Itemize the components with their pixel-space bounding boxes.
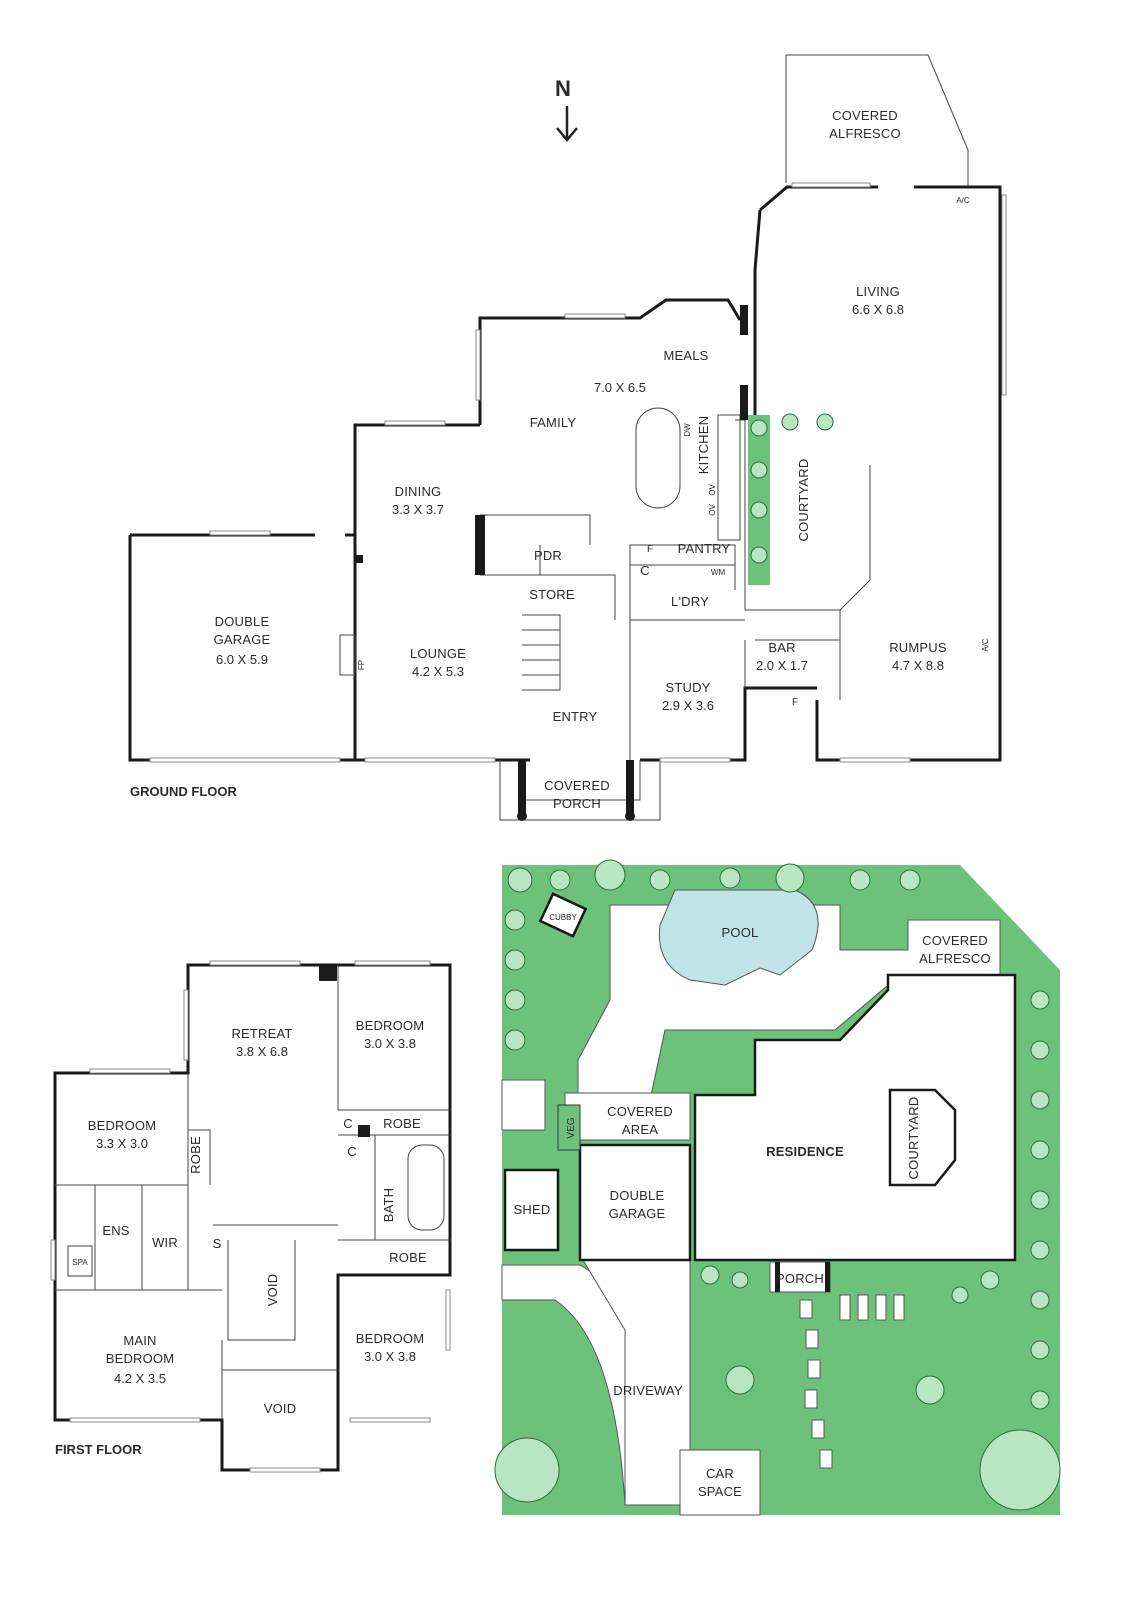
gf-lounge-name: LOUNGE bbox=[410, 646, 466, 661]
gf-pdr: PDR bbox=[534, 548, 562, 563]
site-residence: RESIDENCE bbox=[766, 1144, 844, 1159]
gf-study-name: STUDY bbox=[665, 680, 710, 695]
ff-retreat-size: 3.8 X 6.8 bbox=[236, 1044, 288, 1059]
site-covered-alfresco-2: ALFRESCO bbox=[919, 951, 991, 966]
gf-ov-2: OV bbox=[708, 504, 717, 516]
gf-wm: WM bbox=[711, 568, 726, 577]
gf-ac-2: A/C bbox=[981, 638, 990, 652]
gf-kitchen: KITCHEN bbox=[696, 416, 711, 474]
cubby-outline bbox=[538, 892, 588, 938]
gf-living-name: LIVING bbox=[856, 284, 900, 299]
gf-covered-porch-1: COVERED bbox=[544, 778, 610, 793]
ff-robe-3: ROBE bbox=[389, 1250, 427, 1265]
gf-dw: DW bbox=[683, 423, 692, 437]
gf-ov-1: OV bbox=[708, 484, 717, 496]
gf-family-size: 7.0 X 6.5 bbox=[594, 380, 646, 395]
site-pool: POOL bbox=[722, 925, 759, 940]
shed-outline bbox=[503, 1168, 560, 1252]
site-covered-alfresco-1: COVERED bbox=[922, 933, 988, 948]
north-arrow: N bbox=[555, 76, 578, 142]
site-courtyard: COURTYARD bbox=[906, 1097, 921, 1180]
residence-outline bbox=[693, 973, 1017, 1262]
gf-rumpus-name: RUMPUS bbox=[889, 640, 947, 655]
ff-robe-2: ROBE bbox=[383, 1116, 421, 1131]
gf-rumpus-size: 4.7 X 8.8 bbox=[892, 658, 944, 673]
ff-bedroom-se-name: BEDROOM bbox=[356, 1331, 425, 1346]
site-double-garage-2: GARAGE bbox=[609, 1206, 666, 1221]
site-driveway: DRIVEWAY bbox=[613, 1383, 683, 1398]
ff-bath: BATH bbox=[381, 1188, 396, 1223]
ff-ens: ENS bbox=[102, 1223, 129, 1238]
ff-void-2: VOID bbox=[264, 1401, 297, 1416]
gf-ldry: L'DRY bbox=[671, 594, 709, 609]
site-covered-area-1: COVERED bbox=[607, 1104, 673, 1119]
site-cubby: CUBBY bbox=[549, 913, 577, 922]
gf-lounge-size: 4.2 X 5.3 bbox=[412, 664, 464, 679]
gf-double-garage-2: GARAGE bbox=[214, 632, 271, 647]
pool-shape bbox=[658, 889, 819, 986]
gf-fp: FP bbox=[357, 660, 366, 670]
gf-entry: ENTRY bbox=[553, 709, 598, 724]
gf-c: C bbox=[640, 563, 650, 578]
gf-family-name: FAMILY bbox=[530, 415, 577, 430]
gf-study-size: 2.9 X 3.6 bbox=[662, 698, 714, 713]
site-veg: VEG bbox=[566, 1117, 577, 1138]
ff-s: S bbox=[213, 1236, 222, 1251]
gf-covered-porch-2: PORCH bbox=[553, 796, 601, 811]
gf-ac-1: A/C bbox=[956, 196, 970, 205]
ground-floor-walls bbox=[128, 54, 1007, 821]
ground-floor-label: GROUND FLOOR bbox=[130, 784, 237, 799]
ff-main-bedroom-2: BEDROOM bbox=[106, 1351, 175, 1366]
gf-pantry: PANTRY bbox=[678, 541, 731, 556]
gf-living-size: 6.6 X 6.8 bbox=[852, 302, 904, 317]
ff-c-1: C bbox=[343, 1116, 353, 1131]
ff-bedroom-se-size: 3.0 X 3.8 bbox=[364, 1349, 416, 1364]
gf-f-pantry: F bbox=[647, 544, 653, 555]
site-car-space-1: CAR bbox=[706, 1466, 734, 1481]
ff-bedroom-w-name: BEDROOM bbox=[88, 1118, 157, 1133]
site-porch: PORCH bbox=[776, 1271, 824, 1286]
site-double-garage-1: DOUBLE bbox=[610, 1188, 665, 1203]
ground-floor-labels: COVERED ALFRESCO A/C LIVING 6.6 X 6.8 ME… bbox=[130, 108, 990, 811]
site-courtyard-outline bbox=[888, 1088, 957, 1187]
arrow-down-icon bbox=[556, 106, 578, 142]
ff-wir: WIR bbox=[152, 1235, 178, 1250]
gf-meals-name: MEALS bbox=[663, 348, 708, 363]
gf-courtyard: COURTYARD bbox=[796, 459, 811, 542]
first-floor-walls bbox=[50, 960, 452, 1473]
site-trees bbox=[494, 859, 1061, 1511]
gf-double-garage-size: 6.0 X 5.9 bbox=[216, 652, 268, 667]
gf-bar-name: BAR bbox=[768, 640, 795, 655]
site-plan bbox=[494, 859, 1061, 1516]
ff-main-bedroom-1: MAIN bbox=[123, 1333, 156, 1348]
site-shed: SHED bbox=[514, 1202, 551, 1217]
ff-spa: SPA bbox=[72, 1258, 88, 1267]
ff-bedroom-ne-name: BEDROOM bbox=[356, 1018, 425, 1033]
site-car-space-2: SPACE bbox=[698, 1484, 742, 1499]
gf-f-bar: F bbox=[792, 697, 798, 708]
site-garage-outline bbox=[578, 1143, 692, 1262]
first-floor-labels: RETREAT 3.8 X 6.8 BEDROOM 3.0 X 3.8 BEDR… bbox=[55, 1018, 427, 1457]
ff-c-2: C bbox=[347, 1144, 357, 1159]
ff-robe-1: ROBE bbox=[188, 1136, 203, 1174]
gf-covered-alfresco-1: COVERED bbox=[832, 108, 898, 123]
ff-void-1: VOID bbox=[265, 1274, 280, 1307]
gf-bar-size: 2.0 X 1.7 bbox=[756, 658, 808, 673]
ff-bedroom-w-size: 3.3 X 3.0 bbox=[96, 1136, 148, 1151]
gf-dining-name: DINING bbox=[395, 484, 442, 499]
first-floor-label: FIRST FLOOR bbox=[55, 1442, 142, 1457]
ff-main-bedroom-size: 4.2 X 3.5 bbox=[114, 1371, 166, 1386]
gf-dining-size: 3.3 X 3.7 bbox=[392, 502, 444, 517]
gf-store: STORE bbox=[529, 587, 575, 602]
ff-retreat-name: RETREAT bbox=[231, 1026, 292, 1041]
north-label: N bbox=[555, 76, 571, 101]
ff-bedroom-ne-size: 3.0 X 3.8 bbox=[364, 1036, 416, 1051]
site-covered-area-2: AREA bbox=[622, 1122, 658, 1137]
gf-double-garage-1: DOUBLE bbox=[215, 614, 270, 629]
site-labels: CUBBY POOL COVERED ALFRESCO VEG COVERED … bbox=[514, 913, 991, 1499]
gf-covered-alfresco-2: ALFRESCO bbox=[829, 126, 901, 141]
